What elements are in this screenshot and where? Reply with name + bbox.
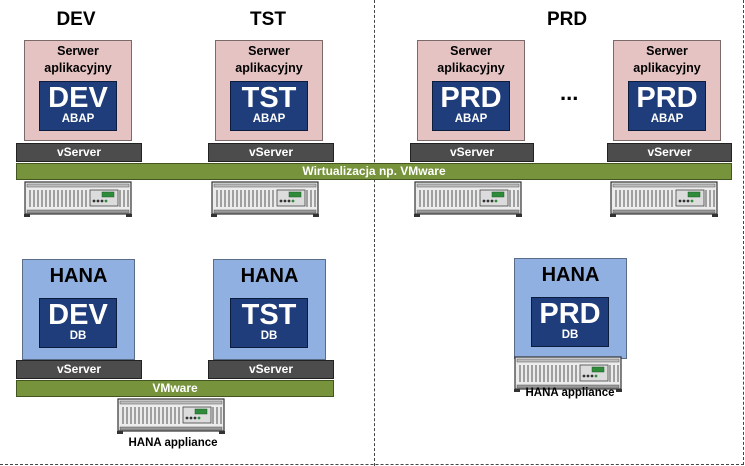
system-type: ABAP <box>650 113 684 125</box>
env-label-tst: TST <box>250 9 286 30</box>
app-server-title: Serwer aplikacyjny <box>235 44 303 75</box>
vserver-bar: vServer <box>607 143 732 162</box>
app-server-prd-1: Serwer aplikacyjny PRD ABAP <box>417 40 525 141</box>
system-sid: PRD <box>440 82 502 114</box>
system-box-dev-db: DEV DB <box>39 298 117 348</box>
system-sid: TST <box>241 82 297 114</box>
hana-box-prd: HANA PRD DB <box>514 258 627 359</box>
system-box-tst-abap: TST ABAP <box>230 81 308 131</box>
system-type: ABAP <box>61 113 95 125</box>
app-server-prd-2: Serwer aplikacyjny PRD ABAP <box>613 40 721 141</box>
hana-appliance-caption: HANA appliance <box>128 437 218 449</box>
hana-title: HANA <box>240 265 299 287</box>
app-server-title: Serwer aplikacyjny <box>44 44 112 75</box>
env-label-prd: PRD <box>546 9 588 30</box>
vmware-bar: VMware <box>16 380 334 397</box>
system-box-dev-abap: DEV ABAP <box>39 81 117 131</box>
env-label-dev: DEV <box>56 9 96 30</box>
system-type: DB <box>69 330 87 342</box>
system-type: ABAP <box>454 113 488 125</box>
system-box-prd-abap: PRD ABAP <box>432 81 510 131</box>
system-type: DB <box>561 329 579 341</box>
system-type: DB <box>260 330 278 342</box>
hana-box-dev: HANA DEV DB <box>22 259 135 360</box>
app-server-tst: Serwer aplikacyjny TST ABAP <box>215 40 323 141</box>
hana-appliance-server-icon <box>117 398 225 434</box>
hana-appliance-caption: HANA appliance <box>525 387 615 399</box>
rack-server-icon <box>211 181 319 217</box>
hana-title: HANA <box>541 264 600 286</box>
system-sid: PRD <box>636 82 698 114</box>
system-sid: DEV <box>48 299 108 331</box>
vserver-bar: vServer <box>16 143 142 162</box>
hana-title: HANA <box>49 265 108 287</box>
system-box-prd-db: PRD DB <box>531 297 609 347</box>
system-box-prd-abap: PRD ABAP <box>628 81 706 131</box>
app-server-title: Serwer aplikacyjny <box>633 44 701 75</box>
rack-server-icon <box>610 181 718 217</box>
system-type: ABAP <box>252 113 286 125</box>
vserver-bar: vServer <box>410 143 534 162</box>
hana-box-tst: HANA TST DB <box>213 259 326 360</box>
rack-server-icon <box>414 181 522 217</box>
system-sid: TST <box>241 299 297 331</box>
system-sid: PRD <box>539 298 601 330</box>
rack-server-icon <box>24 181 132 217</box>
app-server-title: Serwer aplikacyjny <box>437 44 505 75</box>
ellipsis: ... <box>560 80 579 105</box>
vserver-bar: vServer <box>208 360 334 379</box>
environment-divider <box>374 0 375 466</box>
virtualization-bar: Wirtualizacja np. VMware <box>16 163 732 180</box>
system-sid: DEV <box>48 82 108 114</box>
system-box-tst-db: TST DB <box>230 298 308 348</box>
app-server-dev: Serwer aplikacyjny DEV ABAP <box>24 40 132 141</box>
vserver-bar: vServer <box>208 143 334 162</box>
vserver-bar: vServer <box>16 360 142 379</box>
